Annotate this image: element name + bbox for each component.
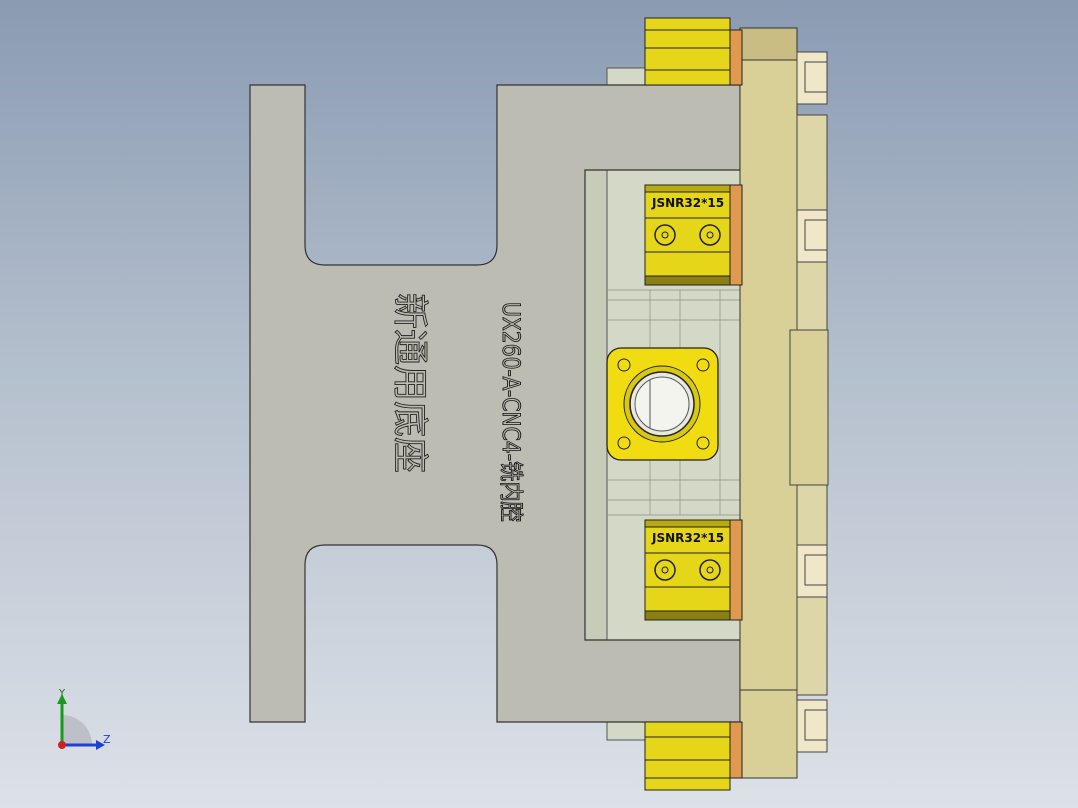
clamp-label: JSNR32*15 <box>651 196 724 210</box>
clamp-bottom <box>644 721 743 791</box>
side-plate <box>739 27 829 779</box>
clamp-lower: JSNR32*15 <box>644 519 743 621</box>
clamp-upper: JSNR32*15 <box>644 184 743 286</box>
cylinder-pins <box>796 51 828 753</box>
clamp-label: JSNR32*15 <box>651 531 724 545</box>
axis-triad: Y Z <box>57 688 111 750</box>
square-flange <box>606 347 719 461</box>
clamp-top <box>644 17 743 86</box>
y-axis-label: Y <box>58 688 66 699</box>
part-label: UX260-A-CNC4-铣内腔 <box>497 302 525 522</box>
z-axis-label: Z <box>103 733 111 746</box>
plate-label: 新通用底座 <box>389 293 430 473</box>
base-plate <box>249 84 741 723</box>
